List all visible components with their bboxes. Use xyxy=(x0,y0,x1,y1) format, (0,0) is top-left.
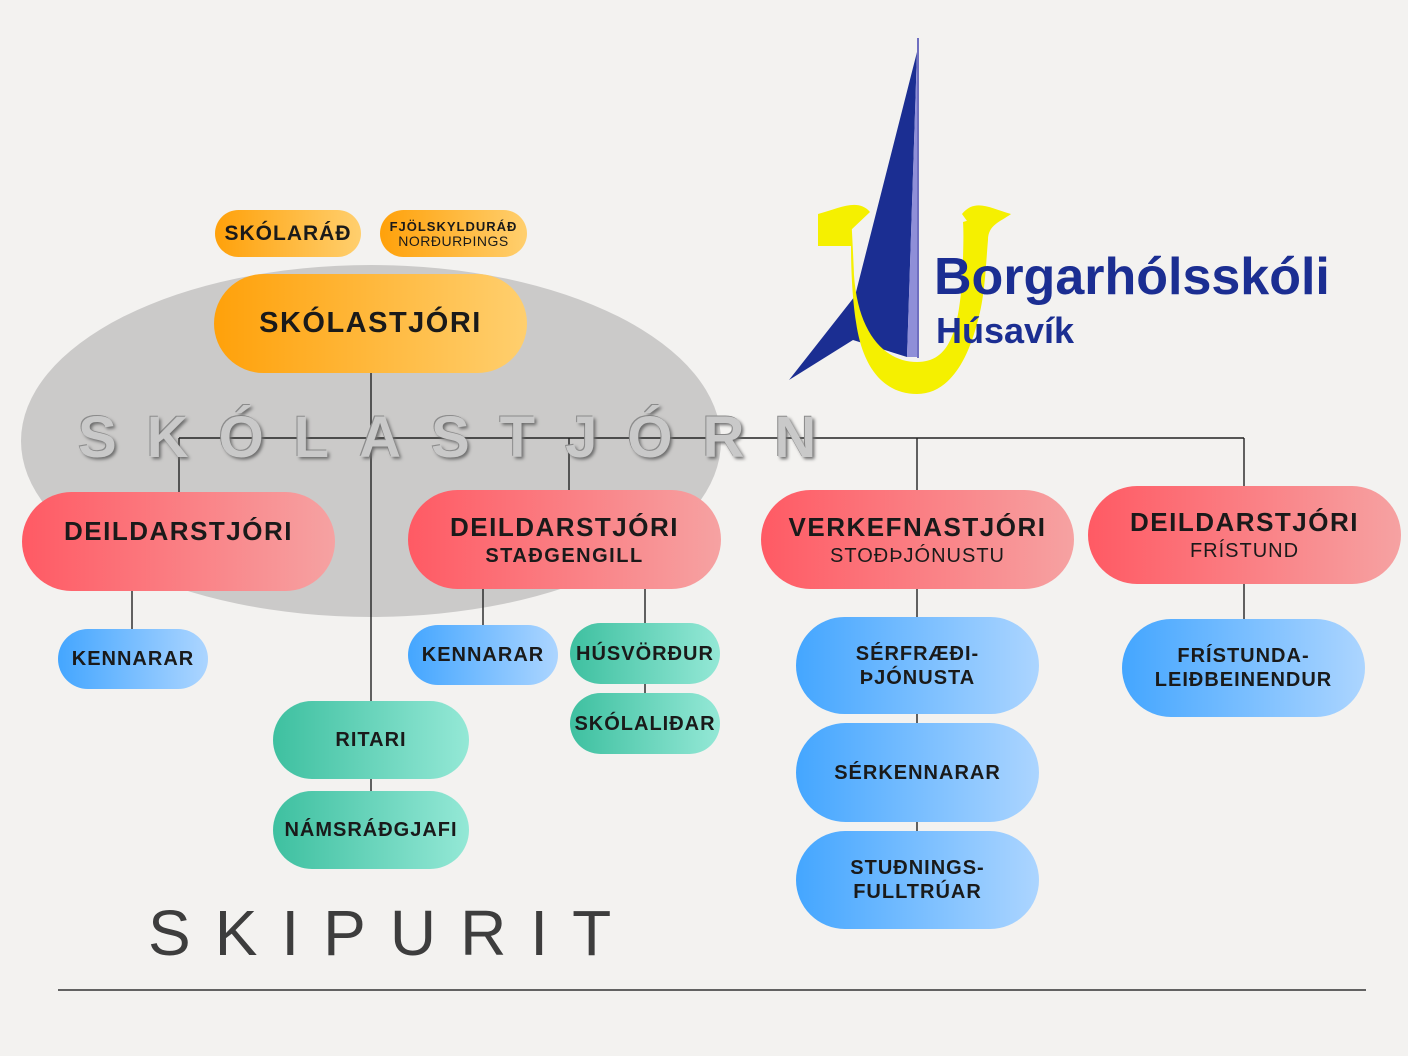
connector-lines xyxy=(131,372,1245,832)
dept-head-title-4: DEILDARSTJÓRI xyxy=(1130,507,1359,537)
dept-head-node-2[interactable]: DEILDARSTJÓRI STAÐGENGILL xyxy=(408,490,721,589)
dept-head-subtitle-4: FRÍSTUND xyxy=(1189,540,1300,562)
specialist-label-1: SÉRFRÆÐI- xyxy=(855,642,980,665)
caretaker-label: HÚSVÖRÐUR xyxy=(576,642,714,665)
dept-head-subtitle-2: STAÐGENGILL xyxy=(485,544,644,567)
school-location: Húsavík xyxy=(936,310,1075,351)
caretaker-node[interactable]: HÚSVÖRÐUR xyxy=(570,623,720,684)
management-label: SKÓLASTJÓRN xyxy=(78,405,847,470)
special-teachers-label: SÉRKENNARAR xyxy=(834,761,1001,784)
dept-head-title-1: DEILDARSTJÓRI xyxy=(64,516,293,546)
teachers-node-1[interactable]: KENNARAR xyxy=(58,629,208,689)
family-council-label-1: FJÖLSKYLDURÁÐ xyxy=(389,218,518,234)
school-aides-node[interactable]: SKÓLALIÐAR xyxy=(570,693,720,754)
leisure-instructors-node[interactable]: FRÍSTUNDA- LEIÐBEINENDUR xyxy=(1122,619,1365,717)
dept-head-title-2: DEILDARSTJÓRI xyxy=(450,511,679,542)
chart-title: SKIPURIT xyxy=(148,897,636,969)
counselor-node[interactable]: NÁMSRÁÐGJAFI xyxy=(273,791,469,869)
dept-head-node-1[interactable]: DEILDARSTJÓRI xyxy=(22,492,335,591)
principal-label: SKÓLASTJÓRI xyxy=(259,307,482,339)
secretary-node[interactable]: RITARI xyxy=(273,701,469,779)
teachers-label-1: KENNARAR xyxy=(71,648,195,670)
support-staff-node[interactable]: STUÐNINGS- FULLTRÚAR xyxy=(796,831,1039,929)
secretary-label: RITARI xyxy=(335,729,407,751)
dept-head-node-3[interactable]: VERKEFNASTJÓRI STOÐÞJÓNUSTU xyxy=(761,490,1074,589)
support-staff-label-2: FULLTRÚAR xyxy=(853,881,982,903)
special-teachers-node[interactable]: SÉRKENNARAR xyxy=(796,723,1039,822)
dept-head-title-3: VERKEFNASTJÓRI xyxy=(788,511,1047,542)
counselor-label: NÁMSRÁÐGJAFI xyxy=(284,819,458,841)
dept-head-node-4[interactable]: DEILDARSTJÓRI FRÍSTUND xyxy=(1088,486,1401,584)
leisure-instructors-label-2: LEIÐBEINENDUR xyxy=(1154,669,1333,691)
school-logo-icon xyxy=(789,38,1011,394)
dept-head-subtitle-3: STOÐÞJÓNUSTU xyxy=(830,544,1005,567)
school-name: Borgarhólsskóli xyxy=(934,248,1330,306)
school-council-node[interactable]: SKÓLARÁÐ xyxy=(215,210,361,257)
school-council-label: SKÓLARÁÐ xyxy=(224,221,352,245)
school-aides-label: SKÓLALIÐAR xyxy=(574,712,716,735)
specialist-node[interactable]: SÉRFRÆÐI- ÞJÓNUSTA xyxy=(796,617,1039,714)
teachers-node-2[interactable]: KENNARAR xyxy=(408,625,558,685)
teachers-label-2: KENNARAR xyxy=(421,644,545,666)
family-council-node[interactable]: FJÖLSKYLDURÁÐ NORÐURÞINGS xyxy=(380,210,527,257)
principal-node[interactable]: SKÓLASTJÓRI xyxy=(214,274,527,373)
specialist-label-2: ÞJÓNUSTA xyxy=(859,666,976,689)
leisure-instructors-label-1: FRÍSTUNDA- xyxy=(1177,645,1310,667)
family-council-label-2: NORÐURÞINGS xyxy=(398,232,509,249)
support-staff-label-1: STUÐNINGS- xyxy=(850,857,985,879)
